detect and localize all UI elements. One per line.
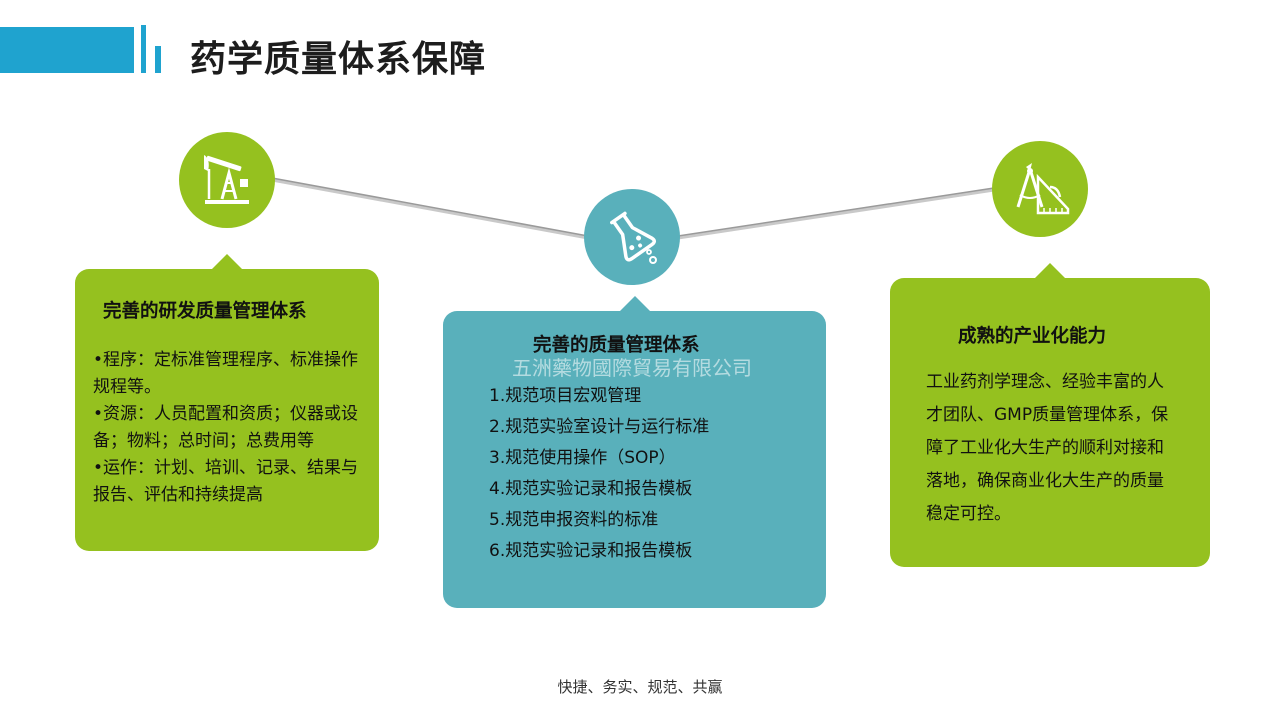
oil-pump-icon bbox=[204, 155, 249, 204]
card-line: 工业药剂学理念、经验丰富的人才团队、GMP质量管理体系，保障了工业化大生产的顺利… bbox=[926, 372, 1169, 524]
card-line: 1.规范项目宏观管理 bbox=[489, 386, 642, 406]
card-quality-management-system: 完善的质量管理体系 1.规范项目宏观管理 2.规范实验室设计与运行标准 3.规范… bbox=[443, 296, 826, 608]
header-accent-line bbox=[155, 46, 161, 73]
card-line: •程序：定标准管理程序、标准操作规程等。 bbox=[93, 350, 359, 397]
card-title: 完善的研发质量管理体系 bbox=[103, 301, 307, 322]
card-line: 4.规范实验记录和报告模板 bbox=[489, 479, 693, 499]
drafting-tools-icon-circle bbox=[992, 141, 1088, 237]
page-title: 药学质量体系保障 bbox=[190, 39, 487, 80]
card-line: 2.规范实验室设计与运行标准 bbox=[489, 417, 710, 437]
card-body: 工业药剂学理念、经验丰富的人才团队、GMP质量管理体系，保障了工业化大生产的顺利… bbox=[926, 366, 1174, 531]
drafting-tools-icon bbox=[1016, 163, 1070, 215]
card-industrialization-capability: 成熟的产业化能力 工业药剂学理念、经验丰富的人才团队、GMP质量管理体系，保障了… bbox=[890, 263, 1210, 567]
card-title: 成熟的产业化能力 bbox=[958, 326, 1107, 347]
card-line: 6.规范实验记录和报告模板 bbox=[489, 541, 693, 561]
card-body: •程序：定标准管理程序、标准操作规程等。 •资源：人员配置和资质；仪器或设备；物… bbox=[93, 347, 365, 509]
card-body: 1.规范项目宏观管理 2.规范实验室设计与运行标准 3.规范使用操作（SOP） … bbox=[489, 381, 816, 567]
card-rd-quality-system: 完善的研发质量管理体系 •程序：定标准管理程序、标准操作规程等。 •资源：人员配… bbox=[75, 254, 379, 551]
card-line: •资源：人员配置和资质；仪器或设备；物料；总时间；总费用等 bbox=[93, 404, 359, 451]
header-accent-line bbox=[141, 25, 146, 73]
flask-icon-circle bbox=[584, 189, 680, 285]
card-title: 完善的质量管理体系 bbox=[533, 335, 700, 356]
card-line: 5.规范申报资料的标准 bbox=[489, 510, 659, 530]
footer-slogan: 快捷、务实、规范、共赢 bbox=[557, 678, 723, 696]
flask-icon bbox=[610, 211, 657, 264]
card-line: •运作：计划、培训、记录、结果与报告、评估和持续提高 bbox=[93, 458, 359, 505]
oil-pump-icon-circle bbox=[179, 132, 275, 228]
header-accent-bar bbox=[0, 27, 134, 73]
card-line: 3.规范使用操作（SOP） bbox=[489, 448, 676, 468]
watermark: 五洲藥物國際貿易有限公司 bbox=[512, 356, 752, 380]
